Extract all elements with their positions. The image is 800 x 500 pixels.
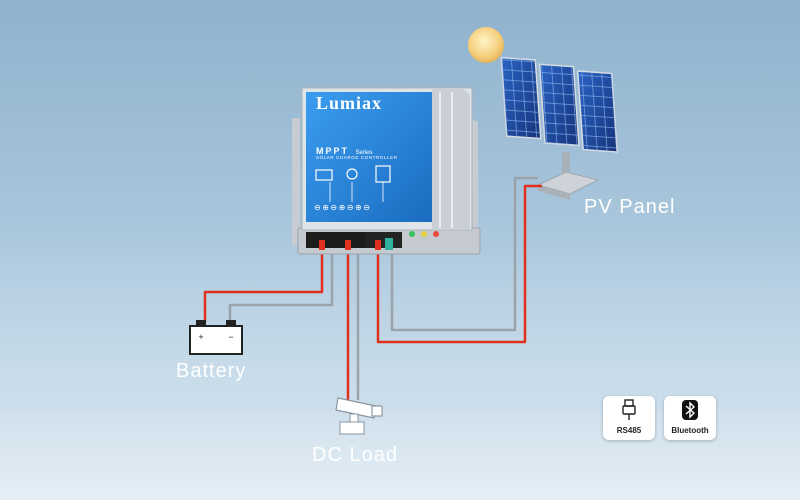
battery-icon: + − — [189, 320, 243, 355]
series-suffix: Series — [355, 150, 373, 156]
series-label: MPPT Series — [316, 141, 372, 159]
rs485-label: RS485 — [616, 426, 642, 435]
pv-positive-wire — [376, 184, 542, 344]
usb-plug-icon — [603, 399, 655, 426]
bluetooth-badge: Bluetooth — [664, 396, 716, 440]
terminal-sign: ⊕ — [338, 203, 347, 212]
battery-negative-wire — [228, 248, 334, 322]
terminal-sign: ⊖ — [346, 203, 356, 212]
battery-label: Battery — [176, 360, 247, 382]
terminal-signs: ⊖⊕⊖⊕⊖⊕⊖ — [314, 203, 371, 212]
terminal-sign: ⊕ — [322, 203, 331, 212]
sun-icon — [468, 27, 504, 63]
wires — [203, 176, 542, 400]
terminal-sign: ⊕ — [355, 203, 364, 212]
security-camera-icon — [335, 397, 383, 435]
pv-negative-wire — [390, 176, 538, 332]
bluetooth-icon — [664, 399, 716, 426]
dc-load-label: DC Load — [312, 444, 398, 466]
pv-panel-label: PV Panel — [584, 196, 676, 218]
bluetooth-label: Bluetooth — [671, 426, 709, 435]
pv-panel-icon — [500, 56, 618, 200]
svg-text:+: + — [198, 332, 203, 342]
terminal-sign: ⊖ — [330, 203, 339, 212]
series-name: MPPT — [316, 146, 350, 156]
charge-controller — [292, 87, 481, 255]
brand-logo: Lumiax — [316, 93, 383, 113]
rs485-badge: RS485 — [603, 396, 655, 440]
terminal-sign: ⊖ — [363, 203, 372, 212]
product-subtitle: SOLAR CHARGE CONTROLLER — [316, 155, 398, 160]
battery-positive-wire — [203, 248, 324, 322]
controller-faceplate: Lumiax MPPT Series SOLAR CHARGE CONTROLL… — [314, 93, 428, 213]
svg-text:−: − — [228, 332, 233, 342]
terminal-sign: ⊖ — [314, 203, 323, 212]
